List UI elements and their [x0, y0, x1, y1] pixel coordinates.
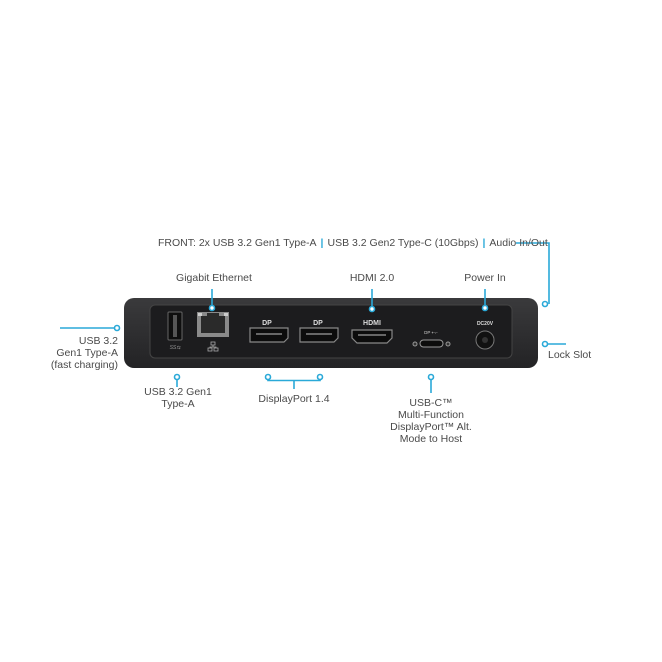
label-line: USB 3.2 Gen1 [144, 386, 212, 398]
hdmi-port: HDMI [351, 320, 393, 344]
front-part: Audio In/Out [489, 237, 548, 249]
usbc-label: USB-C™ Multi-Function DisplayPort™ Alt. … [390, 397, 472, 445]
label-line: USB-C™ [409, 397, 453, 409]
ethernet-port [197, 312, 229, 352]
hdmi-label: HDMI 2.0 [349, 272, 395, 284]
usb-ss-icon: SS⇆ [170, 345, 182, 351]
dp-logo-icon: DP [262, 320, 272, 327]
ethernet-label: Gigabit Ethernet [176, 272, 252, 284]
label-line: (fast charging) [50, 359, 118, 371]
usb-c-port: DP ⇠⌐ [412, 330, 451, 348]
label-line: DisplayPort™ Alt. [390, 421, 472, 433]
power-label: Power In [464, 272, 506, 284]
displayport-label: DisplayPort 1.4 [258, 393, 330, 405]
label-line: Multi-Function [398, 409, 464, 421]
dc-label: DC20V [477, 321, 494, 327]
separator: | [320, 237, 324, 249]
front-ports-label: FRONT: 2x USB 3.2 Gen1 Type-A|USB 3.2 Ge… [158, 237, 548, 249]
label-line: USB 3.2 [78, 335, 118, 347]
label-line: Mode to Host [399, 433, 463, 445]
callout-lines [60, 242, 566, 393]
network-icon [207, 341, 219, 352]
usb-a-port: SS⇆ [167, 311, 183, 351]
dc-power-port: DC20V [475, 321, 495, 350]
front-part: FRONT: 2x USB 3.2 Gen1 Type-A [158, 237, 317, 249]
hdmi-logo-icon: HDMI [363, 320, 381, 327]
label-line: Gen1 Type-A [56, 347, 118, 359]
usbc-dp-icon: DP ⇠⌐ [424, 330, 438, 335]
displayport-port-2: DP [299, 320, 339, 343]
usb-left-label: USB 3.2 Gen1 Type-A (fast charging) [51, 335, 118, 371]
front-part: USB 3.2 Gen2 Type-C (10Gbps) [327, 237, 479, 249]
label-line: Type-A [161, 398, 195, 410]
usb-rear-label: USB 3.2 Gen1 Type-A [144, 386, 212, 410]
displayport-port-1: DP [249, 320, 289, 343]
separator: | [482, 237, 486, 249]
lock-slot-label: Lock Slot [548, 349, 592, 361]
dp-logo-icon: DP [313, 320, 323, 327]
